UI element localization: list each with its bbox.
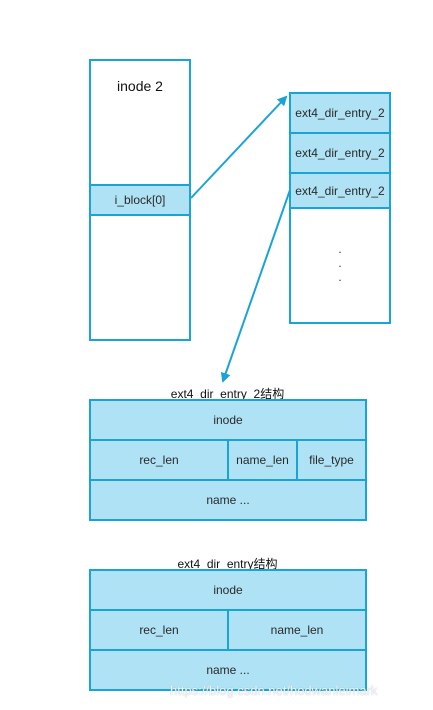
struct-v1-inode: inode [89, 569, 367, 611]
struct-v2-name: name ... [89, 479, 367, 521]
struct-v2-name-len: name_len [227, 439, 298, 481]
struct-v2-title: ext4_dir_entry_2结构 [170, 387, 285, 401]
struct-v1-name-len: name_len [227, 609, 367, 651]
dir-entry-3: ext4_dir_entry_2 [289, 172, 391, 209]
struct-v2-rec-len: rec_len [89, 439, 229, 481]
i-block-cell: i_block[0] [89, 184, 191, 216]
struct-v2-inode: inode [89, 399, 367, 441]
arrow-entry-to-struct [220, 189, 291, 383]
inode-title: inode 2 [117, 78, 163, 94]
arrow-iblock-to-dirblock [190, 95, 288, 199]
struct-v1-rec-len: rec_len [89, 609, 229, 651]
struct-v1-title: ext4_dir_entry结构 [177, 557, 278, 571]
watermark-text: https://blog.csdn.net/hodwanleimark [170, 683, 378, 698]
struct-v1-name: name ... [89, 649, 367, 691]
struct-v2-file-type: file_type [296, 439, 367, 481]
ellipsis-dots: . . . [338, 242, 342, 284]
